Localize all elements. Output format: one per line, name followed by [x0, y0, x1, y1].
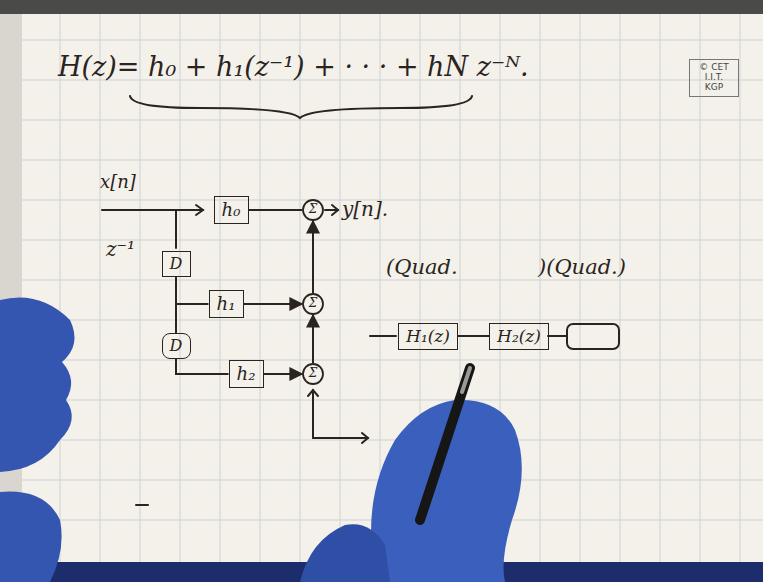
node-text: Σ [309, 367, 317, 380]
signal-name: x[n] [100, 172, 136, 192]
adder-circle: Σ [302, 293, 324, 315]
transfer-function: H(z)= h₀ + h₁(z⁻¹) + · · · + hN z⁻ᴺ. [58, 52, 529, 82]
signal-wire [458, 335, 489, 337]
signal-wire [176, 359, 229, 374]
coefficient-box: h₂ [229, 360, 264, 388]
adder-circle: Σ [302, 363, 324, 385]
signal-wire [264, 373, 303, 375]
note: (Quad. [386, 256, 458, 279]
delay-box: D [162, 251, 191, 277]
node-text: H₁(z) [406, 327, 450, 346]
signal-wire [312, 221, 314, 293]
signal-wire [244, 303, 303, 305]
signal-name: y[n]. [342, 198, 388, 220]
node-text: D [170, 337, 183, 355]
signal-wire [176, 277, 209, 304]
coefficient-box: h₁ [209, 290, 244, 318]
node-text: D [170, 255, 183, 273]
filter-section-box: H₁(z) [398, 323, 458, 350]
coefficient-box: h₀ [214, 196, 249, 224]
filter-section-box: H₂(z) [489, 323, 549, 350]
note: )(Quad.) [538, 256, 626, 279]
node-text: h₁ [217, 294, 236, 314]
node-text: © CET I.I.T. KGP [697, 63, 731, 93]
watermark-box: © CET I.I.T. KGP [689, 59, 739, 97]
node-text: h₂ [237, 364, 256, 384]
delay-box: D [162, 333, 191, 359]
node-text: Σ [309, 203, 317, 216]
delay-label: z⁻¹ [106, 238, 135, 260]
signal-wire [312, 315, 314, 363]
adder-circle: Σ [302, 199, 324, 221]
node-text: h₀ [222, 200, 241, 220]
signal-wire [175, 277, 177, 333]
node-text: Σ [309, 297, 317, 310]
node-text: H₂(z) [497, 327, 541, 346]
signal-wire [249, 209, 303, 211]
